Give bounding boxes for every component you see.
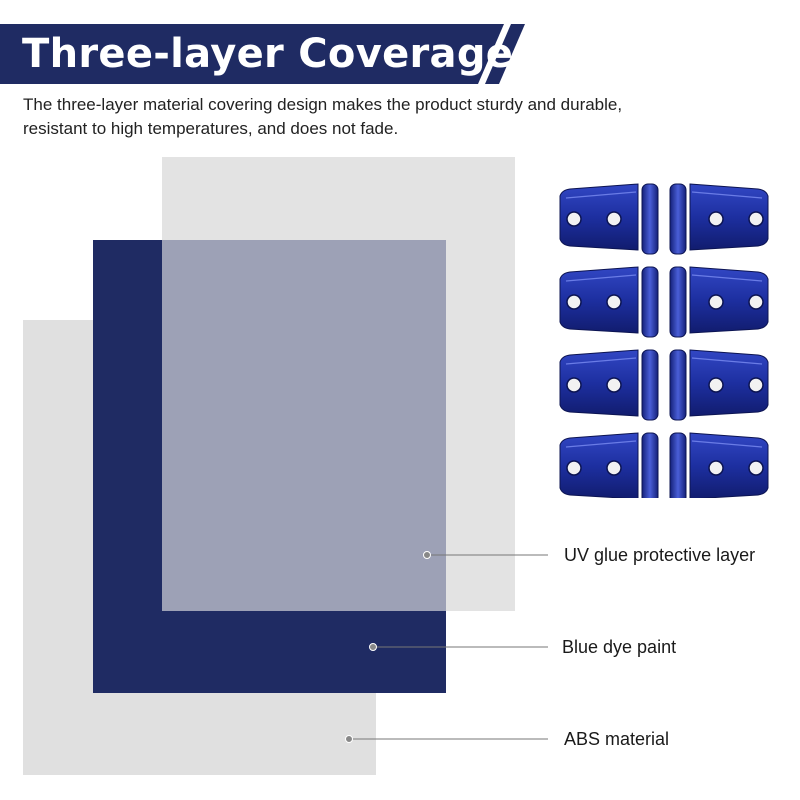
description-text: The three-layer material covering design… [23, 95, 623, 138]
page-title: Three-layer Coverage [22, 31, 514, 77]
hinge-covers-image [559, 183, 769, 498]
uv-glue-label: UV glue protective layer [564, 545, 756, 565]
hinge-pair-4 [559, 432, 769, 498]
hinge-pair-2 [559, 266, 769, 338]
uv-glue-over-paint [162, 240, 446, 611]
banner-shape [0, 24, 525, 84]
abs-leader [345, 735, 548, 743]
dye-leader [369, 643, 548, 651]
abs-material-label: ABS material [564, 729, 670, 749]
hinge-pair-1 [559, 183, 769, 255]
hinge-pair-3 [559, 349, 769, 421]
title-banner: Three-layer Coverage [0, 24, 800, 84]
blue-dye-label: Blue dye paint [562, 637, 677, 657]
uv-leader [423, 551, 548, 559]
